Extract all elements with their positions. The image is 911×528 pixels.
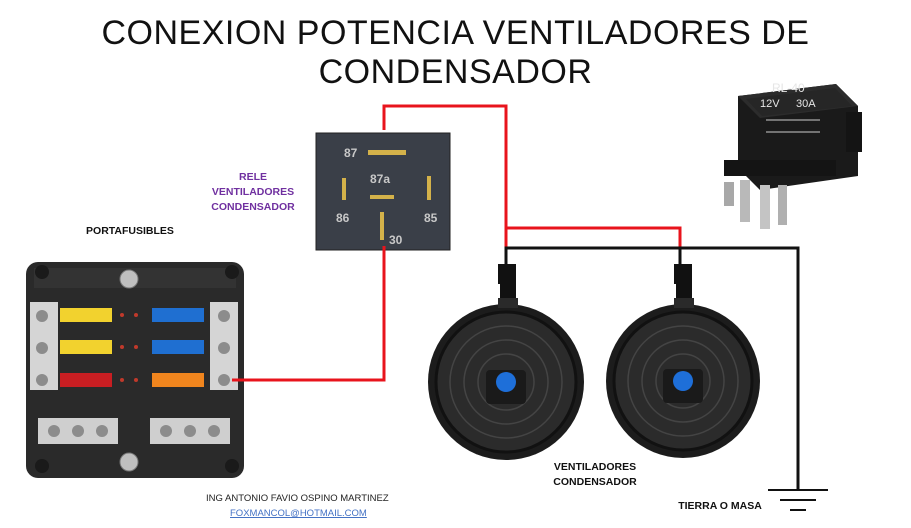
ground-wires [504,246,800,490]
fans-label-line-2: CONDENSADOR [553,476,637,488]
fans-label: VENTILADORES CONDENSADOR [530,460,660,490]
fan-right-connector [674,264,692,284]
relay-voltage-text: 12V [760,98,780,110]
fan-left-icon [428,282,584,460]
relay-label: RELE VENTILADORES CONDENSADOR [198,170,308,215]
relay-label-line-2: VENTILADORES [211,186,295,198]
relay-label-line-1: RELE [238,171,267,183]
author-email-link[interactable]: FOXMANCOL@HOTMAIL.COM [230,508,367,519]
pin-85-label: 85 [424,211,438,225]
pin-87a-label: 87a [370,172,391,186]
relay-current-text: 30A [796,98,816,110]
relay-model-text: RL-40 [772,81,805,95]
ground-symbol-icon [768,489,828,511]
pin-86-label: 86 [336,211,350,225]
fan-right-icon [606,282,760,458]
relay-label-line-3: CONDENSADOR [211,201,295,213]
relay-schematic-icon [315,132,451,251]
relay-photo-icon: RL-40 12V 30A [724,81,862,229]
pin-87-label: 87 [344,146,358,160]
fuse-box-icon [26,262,244,478]
ground-label: TIERRA O MASA [678,500,762,512]
fan-left-connector [498,264,516,284]
fuse-box-label: PORTAFUSIBLES [86,225,174,237]
author-credit: ING ANTONIO FAVIO OSPINO MARTINEZ [206,493,389,504]
page-title: CONEXION POTENCIA VENTILADORES DE CONDEN… [101,14,810,91]
fans-label-line-1: VENTILADORES [553,461,637,473]
pin-30-label: 30 [389,233,403,247]
